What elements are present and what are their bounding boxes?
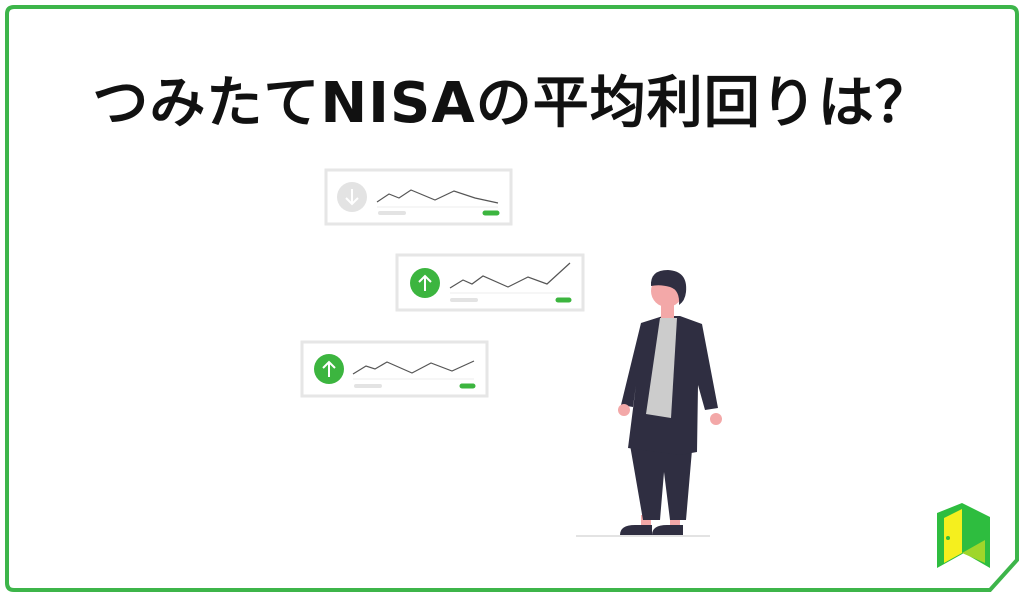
trend-line <box>352 360 475 375</box>
frame-border <box>5 5 1019 592</box>
brand-logo <box>937 503 990 568</box>
person-figure <box>576 270 722 537</box>
trend-line <box>376 189 499 204</box>
stock-card-down <box>324 168 513 226</box>
trend-line <box>449 262 571 289</box>
stock-card-up <box>395 253 585 312</box>
stock-card-up <box>300 340 489 398</box>
page-title: つみたてNISAの平均利回りは？ <box>92 71 932 136</box>
